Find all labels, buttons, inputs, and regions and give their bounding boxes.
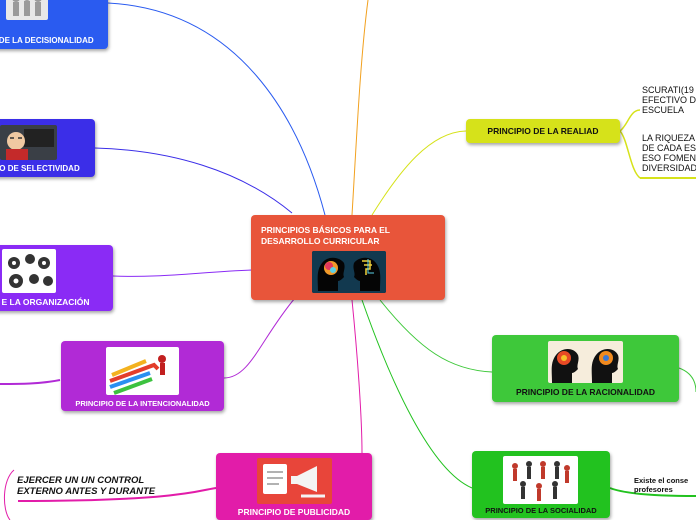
label-publicidad: PRINCIPIO DE PUBLICIDAD	[237, 507, 351, 517]
gear-heads-icon	[548, 341, 623, 383]
megaphone-icon	[257, 458, 332, 504]
link-intencionalidad-left	[0, 379, 61, 385]
link-realidad	[371, 130, 467, 216]
two-heads-brain-icon	[312, 251, 386, 293]
label-intencionalidad: PRINCIPIO DE LA INTENCIONALIDAD	[75, 399, 210, 408]
link-top	[351, 0, 369, 216]
link-selectividad	[94, 147, 293, 214]
node-selectividad[interactable]: O DE SELECTIVIDAD	[0, 119, 95, 177]
label-organizacion: E LA ORGANIZACIÓN	[1, 297, 90, 307]
link-publicidad-left	[17, 487, 217, 502]
people-figures-icon	[6, 0, 48, 20]
link-decisionalidad	[107, 2, 326, 216]
link-realidad-bracket	[619, 109, 641, 179]
node-realidad[interactable]: PRINCIPIO DE LA REALIAD	[466, 119, 620, 143]
thinking-person-icon	[0, 125, 57, 160]
label-socialidad: PRINCIPIO DE LA SOCIALIDAD	[485, 506, 597, 515]
node-organizacion[interactable]: E LA ORGANIZACIÓN	[0, 245, 113, 311]
note-realidad-2: LA RIQUEZA DE CADA ES ESO FOMEN DIVERSID…	[642, 133, 696, 173]
node-racionalidad[interactable]: PRINCIPIO DE LA RACIONALIDAD	[492, 335, 679, 402]
link-socialidad	[361, 299, 473, 489]
note-socialidad-1: Existe el conse profesores	[634, 476, 689, 494]
link-intencionalidad	[223, 297, 296, 379]
node-publicidad[interactable]: PRINCIPIO DE PUBLICIDAD	[216, 453, 372, 520]
label-selectividad: O DE SELECTIVIDAD	[0, 164, 80, 173]
central-title: PRINCIPIOS BÁSICOS PARA EL DESARROLLO CU…	[261, 225, 390, 246]
gears-icon	[2, 249, 56, 293]
central-node[interactable]: PRINCIPIOS BÁSICOS PARA EL DESARROLLO CU…	[251, 215, 445, 300]
link-publicidad-curve	[4, 469, 15, 520]
node-socialidad[interactable]: PRINCIPIO DE LA SOCIALIDAD	[472, 451, 610, 518]
link-socialidad-right	[609, 487, 696, 497]
link-publicidad	[351, 299, 363, 454]
label-decisionalidad: O DE LA DECISIONALIDAD	[0, 36, 94, 45]
label-racionalidad: PRINCIPIO DE LA RACIONALIDAD	[516, 387, 655, 397]
link-racionalidad	[379, 299, 493, 373]
people-circle-icon	[503, 456, 578, 504]
node-decisionalidad[interactable]: O DE LA DECISIONALIDAD	[0, 0, 108, 49]
racing-arrows-icon	[106, 347, 179, 395]
note-publicidad-1: EJERCER UN UN CONTROL EXTERNO ANTES Y DU…	[17, 475, 156, 497]
label-realidad: PRINCIPIO DE LA REALIAD	[487, 126, 599, 136]
link-organizacion	[112, 269, 253, 277]
note-realidad-1: SCURATI(19 EFECTIVO D ESCUELA	[642, 85, 696, 115]
link-racionalidad-right	[678, 367, 696, 393]
node-intencionalidad[interactable]: PRINCIPIO DE LA INTENCIONALIDAD	[61, 341, 224, 411]
